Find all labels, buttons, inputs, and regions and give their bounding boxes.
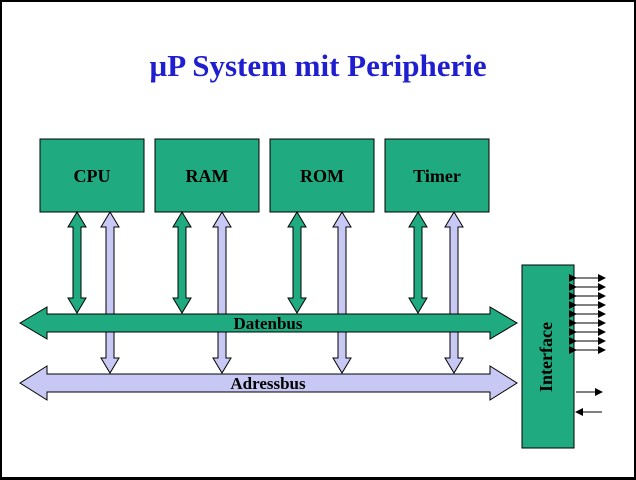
timer-block: Timer [384, 138, 490, 213]
address-bus: Adressbus [19, 365, 518, 401]
data-bus-label: Datenbus [234, 314, 303, 333]
rom-block: ROM [269, 138, 375, 213]
rom-address-arrow [332, 211, 352, 374]
cpu-label: CPU [74, 166, 111, 186]
rom-data-arrow [287, 211, 307, 314]
slide-title: µP System mit Peripherie [149, 48, 487, 83]
cpu-data-arrow [67, 211, 87, 314]
data-bus: Datenbus [19, 306, 518, 340]
ram-address-arrow [212, 211, 232, 374]
address-connectors [100, 211, 464, 374]
ram-block: RAM [154, 138, 260, 213]
rom-label: ROM [300, 166, 344, 186]
timer-label: Timer [413, 166, 461, 186]
ram-label: RAM [186, 166, 229, 186]
cpu-block: CPU [39, 138, 145, 213]
data-connectors [67, 211, 428, 314]
interface-port-lines [569, 274, 606, 416]
timer-data-arrow [408, 211, 428, 314]
interface-block: Interface [521, 264, 575, 449]
ram-data-arrow [172, 211, 192, 314]
address-bus-label: Adressbus [230, 374, 306, 393]
interface-label: Interface [536, 322, 556, 392]
timer-address-arrow [444, 211, 464, 374]
cpu-address-arrow [100, 211, 120, 374]
